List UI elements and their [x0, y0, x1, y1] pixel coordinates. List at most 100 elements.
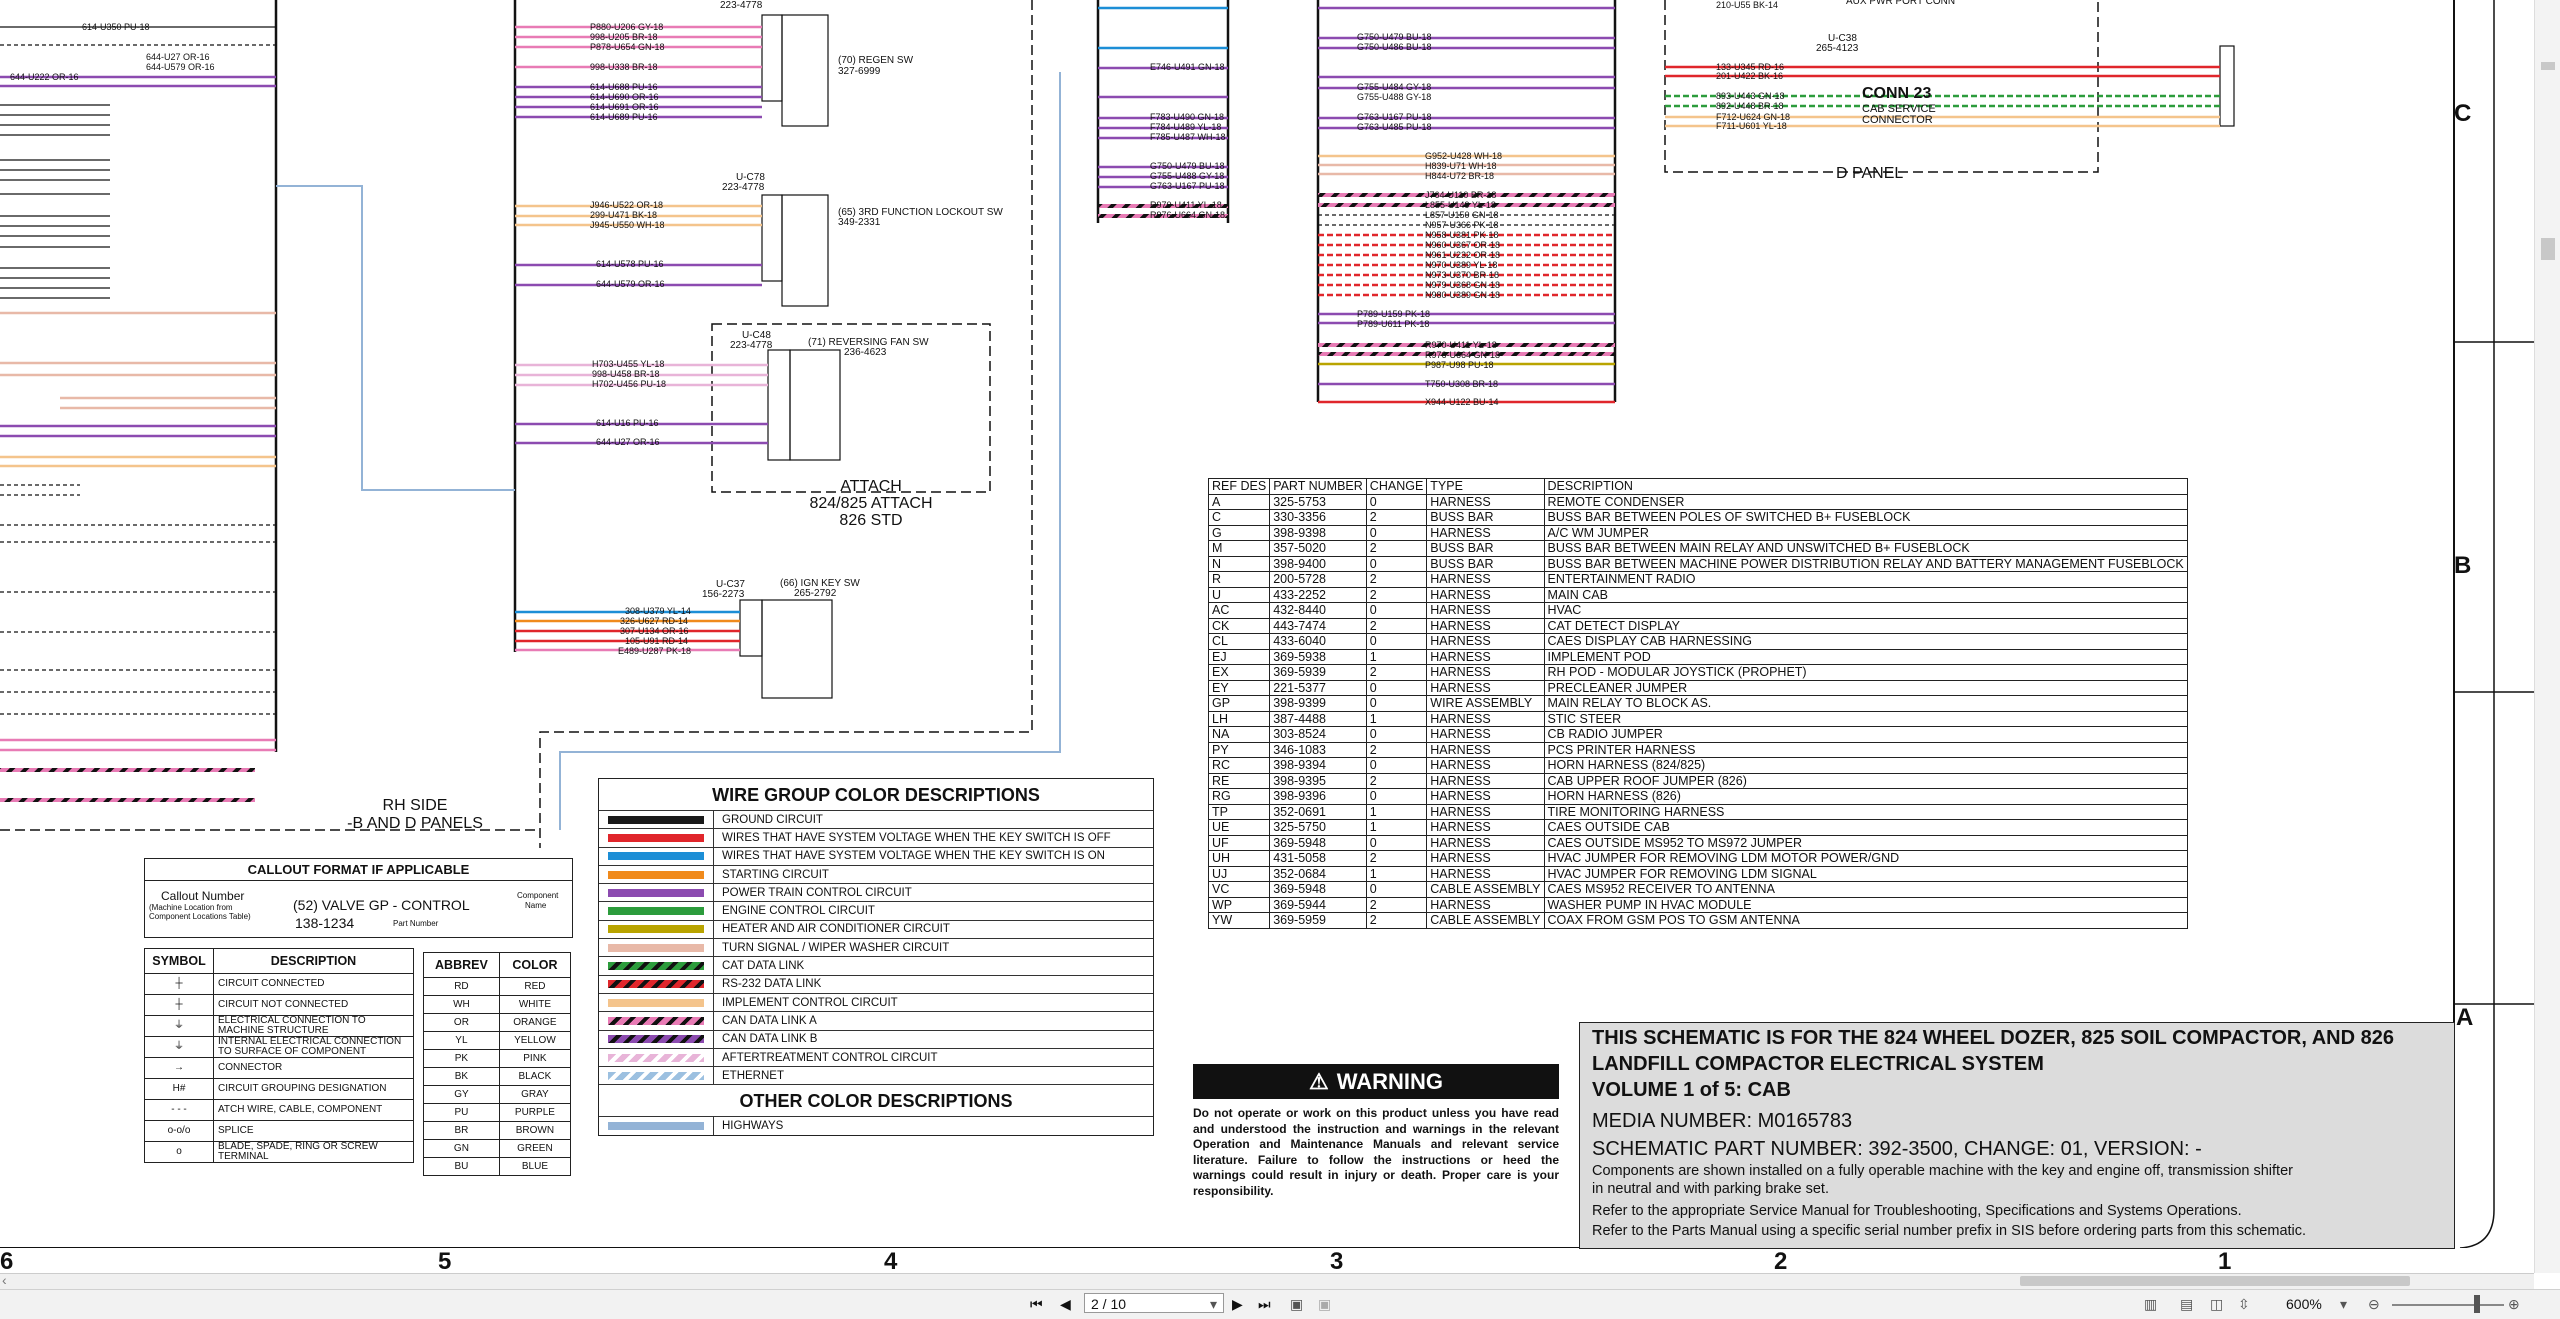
reference-cell: 369-5948 — [1269, 834, 1367, 851]
abbrev-color: ORANGE — [498, 1013, 572, 1032]
fit-width-icon[interactable]: ▣ — [1318, 1296, 1332, 1312]
vertical-scrollbar[interactable] — [2534, 0, 2560, 1273]
other-color-rows: HIGHWAYS — [599, 1116, 1153, 1135]
reference-cell: 1 — [1365, 648, 1428, 665]
reference-cell: UF — [1207, 834, 1271, 851]
legend-row: ETHERNET — [599, 1066, 1153, 1085]
legend-swatch-cell — [599, 811, 714, 829]
horizontal-scrollbar[interactable]: ‹ — [0, 1272, 2534, 1290]
reference-cell: YW — [1207, 912, 1271, 929]
attach-line-1: ATTACH — [840, 478, 902, 495]
legend-label: CAT DATA LINK — [722, 960, 805, 973]
reference-cell: 369-5959 — [1269, 912, 1367, 929]
note-line-4: Refer to the Parts Manual using a specif… — [1592, 1223, 2307, 1239]
legend-label: HIGHWAYS — [722, 1120, 784, 1133]
reference-cell: 369-5948 — [1269, 881, 1367, 898]
reference-header-cell: TYPE — [1426, 478, 1545, 495]
abbrev-color: GREEN — [498, 1139, 572, 1158]
callout-component-name-2: Name — [525, 901, 547, 910]
reference-cell: PY — [1207, 741, 1271, 758]
page-number-input[interactable]: 2 / 10▾ — [1084, 1293, 1224, 1313]
reference-cell: TIRE MONITORING HARNESS — [1543, 803, 2188, 820]
horizontal-scroll-thumb[interactable] — [2020, 1276, 2410, 1286]
fit-page-icon[interactable]: ▣ — [1290, 1296, 1304, 1312]
zoom-in-icon[interactable]: ⊕ — [2508, 1296, 2520, 1312]
legend-label: ETHERNET — [722, 1069, 784, 1082]
wire-color-swatch — [608, 1122, 704, 1131]
symbol-header: SYMBOL — [144, 948, 214, 974]
table-row: ┼CIRCUIT NOT CONNECTED — [144, 994, 414, 1016]
first-page-icon[interactable]: ⏮ — [1030, 1296, 1043, 1312]
reference-cell: WP — [1207, 896, 1271, 913]
legend-row: GROUND CIRCUIT — [599, 810, 1153, 829]
reference-cell: CAES MS952 RECEIVER TO ANTENNA — [1543, 881, 2188, 898]
single-page-icon[interactable]: ▥ — [2144, 1296, 2158, 1312]
zoom-slider-handle[interactable] — [2474, 1295, 2480, 1313]
zone-4: 4 — [884, 1248, 898, 1275]
zoom-dropdown-icon[interactable]: ▾ — [2340, 1296, 2348, 1312]
zoom-slider-track[interactable] — [2392, 1304, 2504, 1306]
legend-swatch-cell — [599, 1117, 714, 1135]
reference-cell: MAIN RELAY TO BLOCK AS. — [1543, 695, 2188, 712]
wire-color-swatch — [608, 1053, 704, 1062]
zoom-out-icon[interactable]: ⊖ — [2368, 1296, 2380, 1312]
wire-group-rows: GROUND CIRCUIT WIRES THAT HAVE SYSTEM VOL… — [599, 810, 1153, 1085]
uc37-part: 156-2273 — [702, 589, 745, 600]
reference-cell: HARNESS — [1426, 850, 1545, 867]
reference-cell: 2 — [1365, 741, 1428, 758]
vertical-scroll-marker[interactable] — [2541, 62, 2555, 70]
reference-cell: 2 — [1365, 617, 1428, 634]
wire-color-swatch — [608, 815, 704, 824]
scroll-left-icon[interactable]: ‹ — [2, 1272, 7, 1288]
legend-label: WIRES THAT HAVE SYSTEM VOLTAGE WHEN THE … — [722, 850, 1105, 863]
reference-cell: 433-2252 — [1269, 586, 1367, 603]
reference-cell: PCS PRINTER HARNESS — [1543, 741, 2188, 758]
page-dropdown-icon[interactable]: ▾ — [1209, 1296, 1217, 1312]
symbol-description: BLADE, SPADE, RING OR SCREW TERMINAL — [213, 1141, 414, 1163]
reference-cell: HARNESS — [1426, 648, 1545, 665]
third-function-switch-label: (65) 3RD FUNCTION LOCKOUT SW — [838, 207, 1003, 218]
other-colors-title: OTHER COLOR DESCRIPTIONS — [599, 1084, 1153, 1116]
legend-label: HEATER AND AIR CONDITIONER CIRCUIT — [722, 923, 950, 936]
reference-cell: 0 — [1365, 679, 1428, 696]
callout-machine-location: (Machine Location from — [149, 903, 233, 912]
reference-cell: 398-9394 — [1269, 757, 1367, 774]
reference-cell: HARNESS — [1426, 633, 1545, 650]
legend-row: TURN SIGNAL / WIPER WASHER CIRCUIT — [599, 938, 1153, 957]
reference-cell: BUSS BAR — [1426, 509, 1545, 526]
reference-cell: 330-3356 — [1269, 509, 1367, 526]
reference-cell: NA — [1207, 726, 1271, 743]
reference-cell: 221-5377 — [1269, 679, 1367, 696]
reference-cell: MAIN CAB — [1543, 586, 2188, 603]
next-page-icon[interactable]: ▶ — [1232, 1296, 1243, 1312]
zone-c: C — [2454, 100, 2472, 127]
vertical-scroll-thumb[interactable] — [2541, 238, 2555, 260]
callout-format-title: CALLOUT FORMAT IF APPLICABLE — [145, 859, 572, 881]
reference-cell: 1 — [1365, 865, 1428, 882]
previous-page-icon[interactable]: ◀ — [1060, 1296, 1071, 1312]
reference-cell: 357-5020 — [1269, 540, 1367, 557]
zone-3: 3 — [1330, 1248, 1344, 1275]
top-connector-part: 223-4778 — [720, 0, 763, 11]
continuous-page-icon[interactable]: ▤ — [2180, 1296, 2194, 1312]
legend-swatch-cell — [599, 884, 714, 902]
two-page-icon[interactable]: ◫ — [2210, 1296, 2224, 1312]
last-page-icon[interactable]: ⏭ — [1258, 1296, 1271, 1312]
reference-cell: HVAC — [1543, 602, 2188, 619]
rotate-icon[interactable]: ⇳ — [2238, 1296, 2250, 1312]
zoom-level[interactable]: 600% — [2286, 1296, 2322, 1312]
legend-swatch-cell — [599, 829, 714, 847]
color-header: COLOR — [498, 952, 572, 978]
warning-text: Do not operate or work on this product u… — [1193, 1106, 1559, 1198]
reference-cell: WIRE ASSEMBLY — [1426, 695, 1545, 712]
attach-label: ATTACH 824/825 ATTACH 826 STD — [808, 478, 934, 529]
reference-cell: 398-9400 — [1269, 555, 1367, 572]
reference-cell: 352-0684 — [1269, 865, 1367, 882]
